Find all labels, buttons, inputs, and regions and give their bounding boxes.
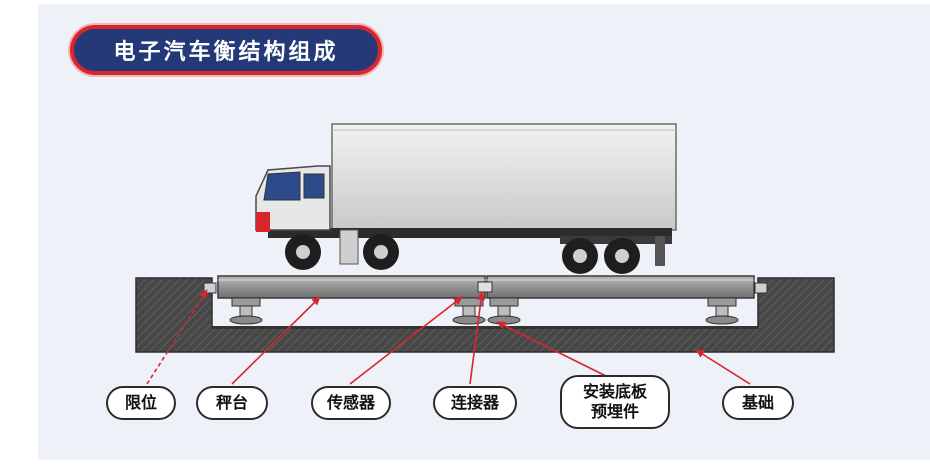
label-limiter: 限位: [106, 386, 176, 420]
sensor-icon: [229, 297, 739, 325]
label-base-plate-line1: 安装底板: [582, 382, 647, 401]
label-foundation: 基础: [722, 386, 794, 420]
diagram-title: 电子汽车衡结构组成: [70, 25, 382, 75]
limiter-icon: [203, 282, 768, 294]
connector-icon: [477, 281, 493, 293]
label-connector: 连接器: [433, 386, 517, 420]
pointer-lines: [146, 289, 751, 385]
truck-icon: [255, 123, 677, 274]
label-sensor: 传感器: [311, 386, 391, 420]
label-base-plate: 安装底板 预埋件: [560, 375, 670, 429]
weighing-platform: [217, 275, 755, 299]
label-platform: 秤台: [196, 386, 268, 420]
label-base-plate-line2: 预埋件: [590, 402, 639, 421]
foundation: [135, 277, 835, 353]
